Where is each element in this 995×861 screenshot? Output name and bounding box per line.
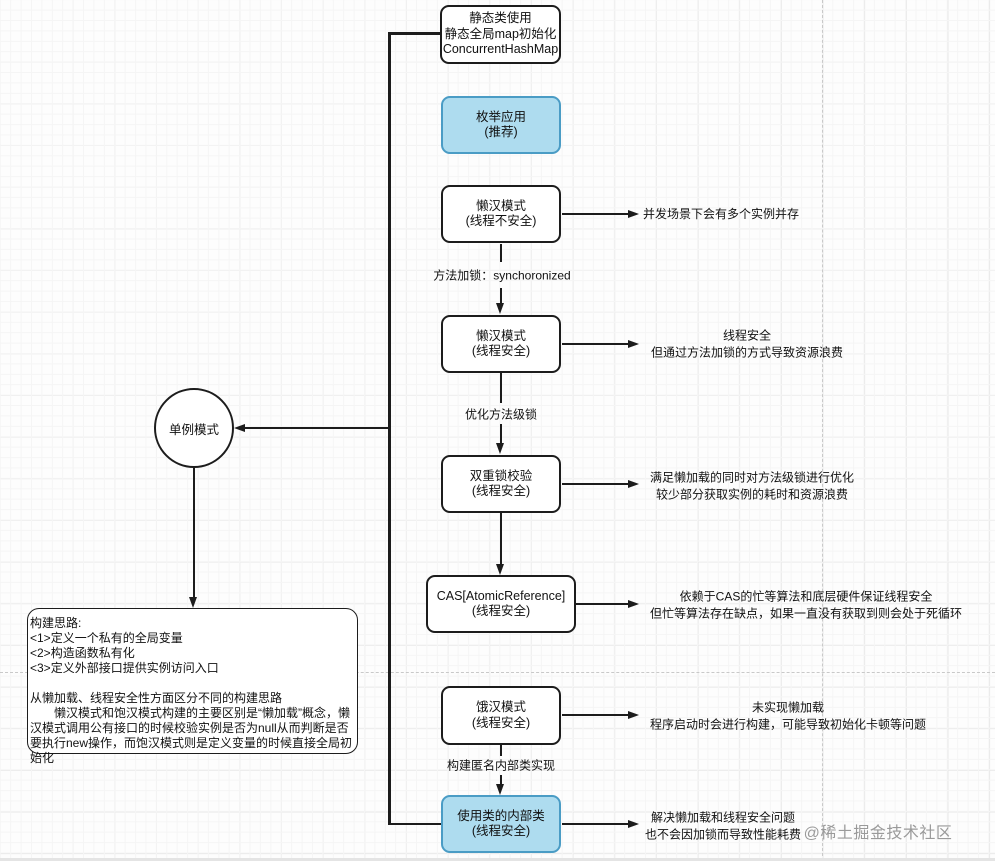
arrowhead-to-circle <box>234 423 245 432</box>
annotation-lazy-safe: 线程安全 但通过方法加锁的方式导致资源浪费 <box>650 328 844 360</box>
annotation-double-check: 满足懒加载的同时对方法级锁进行优化 较少部分获取实例的耗时和资源浪费 <box>649 470 855 502</box>
connector-trunk-to-circle <box>245 427 389 429</box>
arrowhead-double-check-annotation <box>628 479 639 488</box>
node-lazy-safe: 懒汉模式 (线程安全) <box>441 315 561 373</box>
connector-eager-annotation <box>562 714 628 716</box>
arrowhead-to-double-check <box>496 443 504 454</box>
node-enum: 枚举应用 (推荐) <box>441 96 561 154</box>
arrowhead-to-cas <box>496 564 504 575</box>
canvas-bottom-edge <box>0 858 995 861</box>
connector-lazy-safe-to-double-check-b <box>500 424 502 444</box>
arrowhead-lazy-safe-annotation <box>628 339 639 348</box>
node-static-map: 静态类使用 静态全局map初始化 ConcurrentHashMap <box>440 5 561 64</box>
node-cas: CAS[AtomicReference] (线程安全) <box>426 575 576 633</box>
arrowhead-lazy-unsafe-annotation <box>628 209 639 218</box>
arrowhead-eager-annotation <box>628 710 639 719</box>
connector-inner-class-annotation <box>562 823 628 825</box>
annotation-lazy-unsafe: 并发场景下会有多个实例并存 <box>642 206 800 221</box>
connector-double-check-annotation <box>562 483 628 485</box>
arrowhead-to-inner-class <box>496 784 504 795</box>
annotation-inner-class: 解决懒加载和线程安全问题 也不会因加锁而导致性能耗费 <box>644 810 802 842</box>
connector-lazy-unsafe-to-lazy-safe-b <box>500 288 502 304</box>
arrowhead-to-lazy-safe <box>496 303 504 314</box>
node-lazy-unsafe: 懒汉模式 (线程不安全) <box>441 185 561 243</box>
annotation-eager: 未实现懒加载 程序启动时会进行构建，可能导致初始化卡顿等问题 <box>649 700 927 732</box>
edge-label-anonymous-inner: 构建匿名内部类实现 <box>446 758 556 773</box>
connector-lazy-unsafe-to-lazy-safe-a <box>500 244 502 262</box>
annotation-cas: 依赖于CAS的忙等算法和底层硬件保证线程安全 但忙等算法存在缺点，如果一直没有获… <box>649 589 963 621</box>
connector-lazy-safe-to-double-check-a <box>500 373 502 403</box>
connector-lazy-unsafe-annotation <box>562 213 628 215</box>
arrowhead-to-note <box>189 597 197 608</box>
connector-lazy-safe-annotation <box>562 343 628 345</box>
node-singleton-circle: 单例模式 <box>154 388 234 468</box>
connector-trunk-to-static-map <box>388 32 441 35</box>
note-build-approach: 构建思路: <1>定义一个私有的全局变量 <2>构造函数私有化 <3>定义外部接… <box>27 608 358 765</box>
connector-trunk-vertical <box>388 32 391 825</box>
node-inner-class: 使用类的内部类 (线程安全) <box>441 795 561 853</box>
watermark-juejin-community: @稀土掘金技术社区 <box>803 825 953 842</box>
connector-eager-to-inner-class-b <box>500 775 502 785</box>
connector-circle-to-note <box>193 468 195 598</box>
page-break-line-vertical <box>822 0 823 861</box>
edge-label-optimize-lock: 优化方法级锁 <box>464 407 538 422</box>
edge-label-method-lock: 方法加锁：synchoronized <box>433 268 571 283</box>
arrowhead-inner-class-annotation <box>628 819 639 828</box>
connector-trunk-to-inner-class <box>388 822 441 825</box>
page-break-line-horizontal <box>0 672 995 673</box>
arrowhead-cas-annotation <box>628 599 639 608</box>
connector-double-check-to-cas <box>500 513 502 565</box>
connector-eager-to-inner-class-a <box>500 745 502 756</box>
node-eager: 饿汉模式 (线程安全) <box>441 686 561 745</box>
node-double-check-lock: 双重锁校验 (线程安全) <box>441 455 561 513</box>
connector-cas-annotation <box>576 603 628 605</box>
